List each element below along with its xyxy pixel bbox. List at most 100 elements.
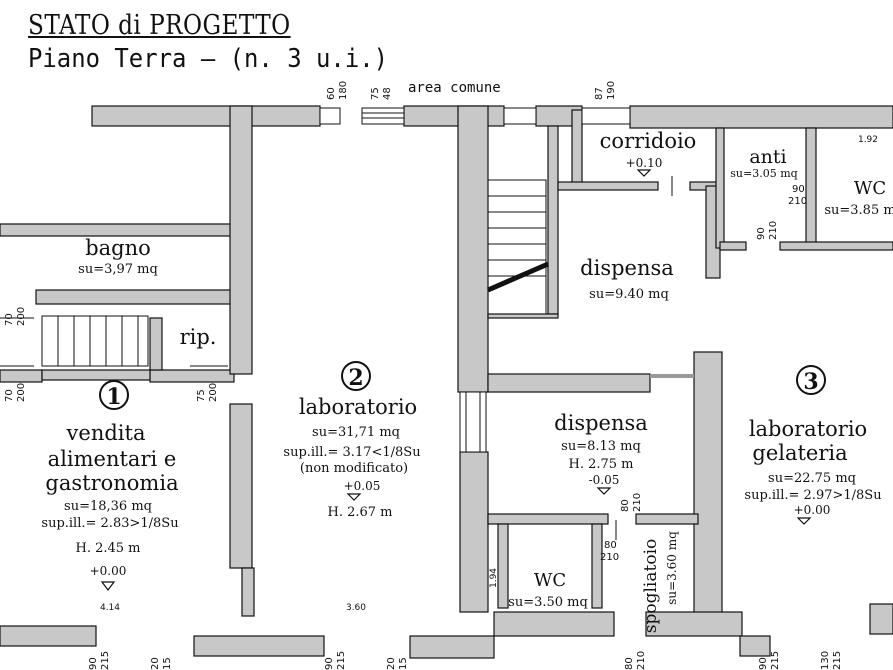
- level-markers: [100, 169, 812, 591]
- rip-name: rip.: [180, 325, 217, 349]
- lab2-ill: sup.ill.= 3.17<1/8Su: [283, 445, 420, 460]
- wall-bottom-6: [739, 635, 771, 657]
- dim-d19: 80: [604, 540, 617, 551]
- wall-bottom-4: [493, 611, 615, 637]
- dim-d17: 80: [620, 499, 631, 512]
- wall-anti-bottom2: [779, 241, 893, 251]
- wc-bottom-name: WC: [534, 570, 566, 591]
- wall-bottom-3: [409, 635, 495, 659]
- dim-d18: 210: [632, 493, 643, 512]
- stair-right: [487, 179, 547, 315]
- wall-bottom-2: [193, 635, 325, 657]
- dim-b3: 20: [150, 657, 161, 670]
- dim-b1: 90: [88, 657, 99, 670]
- dim-d8: 210: [788, 196, 807, 207]
- dim-b2: 215: [100, 651, 111, 670]
- gelateria-ill: sup.ill.= 2.97>1/8Su: [744, 488, 881, 503]
- wall-vendita-top2: [41, 369, 151, 381]
- wall-lab2-left-a: [229, 105, 253, 375]
- wall-disp-mid-right: [693, 351, 723, 619]
- stair-left: [41, 315, 149, 367]
- dispensa-mid-name: dispensa: [554, 411, 648, 435]
- wall-anti-left: [715, 127, 725, 249]
- dispensa-top-area: su=9.40 mq: [589, 287, 669, 302]
- wall-bottom-1: [0, 625, 97, 647]
- wall-bottom-7: [869, 603, 893, 635]
- labels: 1 2 3 area comune bagno su=3,97 mq rip. …: [41, 80, 893, 633]
- openings: [319, 107, 694, 453]
- lab2-note: (non modificato): [300, 461, 408, 476]
- bagno-name: bagno: [85, 236, 151, 260]
- window-lab2-side: [459, 391, 487, 453]
- dim-b8: 15: [398, 657, 409, 670]
- wall-lab2-left-c: [241, 567, 255, 617]
- dim-h194: 1.94: [489, 568, 499, 588]
- wall-bagno-bottom: [35, 289, 235, 305]
- dim-d10: 210: [768, 221, 779, 240]
- wall-rip-left: [149, 317, 163, 371]
- wall-lab2-left-b: [229, 403, 253, 569]
- gelateria-area: su=22.75 mq: [768, 471, 856, 486]
- wall-top-left: [91, 105, 321, 127]
- area-comune-label: area comune: [408, 80, 501, 96]
- dim-d2: 180: [338, 81, 349, 100]
- dispensa-mid-area: su=8.13 mq: [561, 439, 641, 454]
- lab2-height: H. 2.67 m: [327, 505, 392, 520]
- vendita-ill: sup.ill.= 2.83>1/8Su: [41, 516, 178, 531]
- dim-w192: 1.92: [858, 135, 878, 145]
- dim-d5: 87: [594, 87, 605, 100]
- dim-d7: 90: [792, 184, 805, 195]
- dim-d15: 75: [196, 389, 207, 402]
- dispensa-top-name: dispensa: [580, 256, 674, 280]
- vendita-height: H. 2.45 m: [75, 541, 140, 556]
- wall-lab2-right-b: [459, 451, 489, 613]
- unit-number-3: 3: [803, 369, 818, 395]
- wall-corr-left: [571, 109, 583, 187]
- vendita-area: su=18,36 mq: [64, 499, 152, 514]
- dim-b11: 90: [758, 657, 769, 670]
- dimension-ticks: [0, 176, 817, 540]
- dim-b9: 80: [624, 657, 635, 670]
- unit-number-1: 1: [106, 384, 121, 410]
- wall-top-mid: [403, 105, 505, 127]
- vendita-line1: vendita: [66, 421, 146, 445]
- unit-circles: [99, 361, 826, 410]
- dim-b14: 215: [832, 651, 843, 670]
- wall-anti-right: [805, 127, 817, 249]
- gelateria-level: +0.00: [794, 503, 831, 517]
- wc-bottom-area: su=3.50 mq: [508, 595, 588, 610]
- plan-subtitle: Piano Terra – (n. 3 u.i.): [28, 44, 389, 74]
- dim-d13: 70: [4, 389, 15, 402]
- plan-title: STATO di PROGETTO: [28, 10, 291, 41]
- dim-b7: 20: [386, 657, 397, 670]
- wall-anti-bottom: [719, 241, 747, 251]
- lab2-level: +0.05: [344, 479, 381, 493]
- wc-top-area: su=3.85 m: [824, 203, 893, 218]
- dim-w414: 4.14: [100, 603, 120, 613]
- dim-d9: 90: [756, 227, 767, 240]
- anti-area: su=3.05 mq: [730, 167, 797, 180]
- dispensa-mid-height: H. 2.75 m: [568, 457, 633, 472]
- dim-d12: 200: [16, 307, 27, 326]
- wall-rip-bottom: [149, 369, 235, 383]
- dispensa-mid-level: -0.05: [589, 473, 620, 487]
- corridoio-level: +0.10: [626, 156, 663, 170]
- window-top-1: [319, 107, 341, 125]
- wall-bottom-5: [645, 611, 743, 637]
- dim-w360: 3.60: [346, 603, 366, 613]
- dim-b5: 90: [324, 657, 335, 670]
- dim-d20: 210: [600, 552, 619, 563]
- dimension-labels: 4.14 3.60 1.92 1.94 60 180 75 48 87 190 …: [4, 81, 878, 670]
- spogliatoio-name: spogliatoio: [641, 539, 661, 633]
- wall-vendita-top: [0, 369, 43, 383]
- wall-stair-bottom: [487, 313, 559, 319]
- dim-b6: 215: [336, 651, 347, 670]
- wall-wc-left: [497, 523, 509, 609]
- dim-d3: 75: [370, 87, 381, 100]
- dim-b10: 210: [636, 651, 647, 670]
- dim-d11: 70: [4, 313, 15, 326]
- gelateria-line1: laboratorio: [749, 417, 867, 441]
- lab2-name: laboratorio: [299, 395, 417, 419]
- wall-disp-mid-bottom: [487, 513, 609, 525]
- wall-disp-mid-bottom2: [635, 513, 699, 525]
